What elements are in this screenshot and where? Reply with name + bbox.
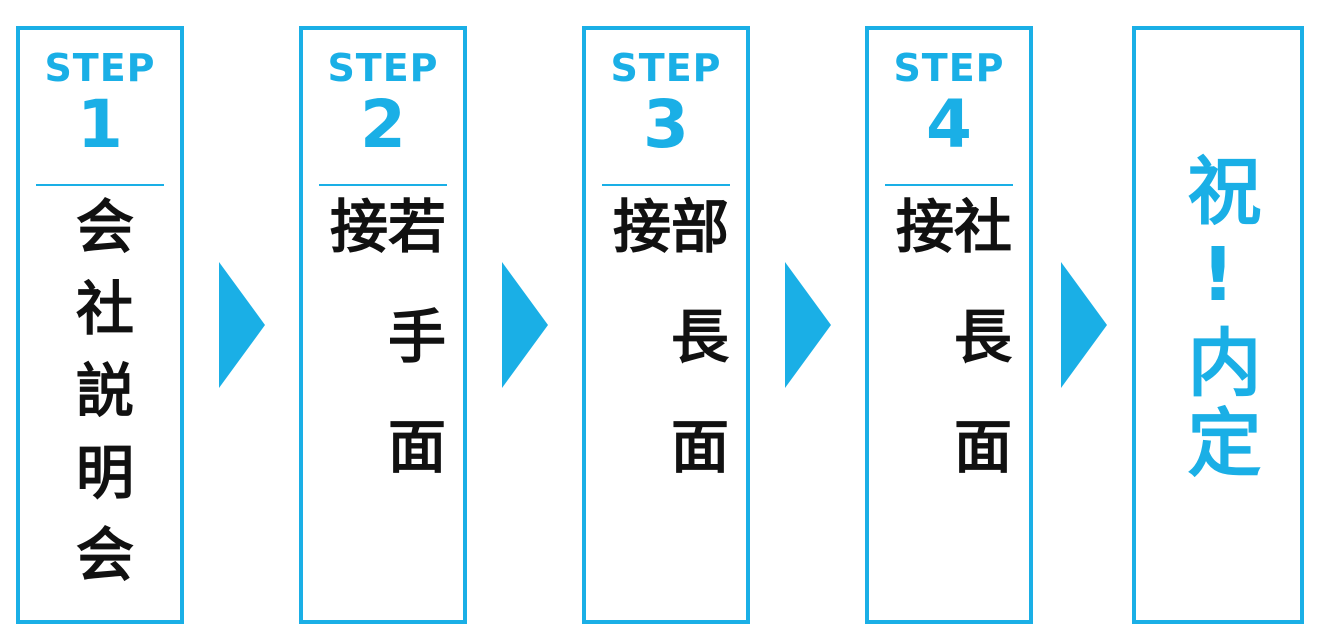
step-4-text-area: 社長面接 xyxy=(886,186,1012,620)
step-1-text-area: 会社説明会 xyxy=(66,186,134,620)
step-4-box: STEP 4 社長面接 xyxy=(865,26,1033,624)
step-1-number: 1 xyxy=(77,86,123,163)
step-3-label: STEP xyxy=(610,46,722,90)
arrow-right-icon xyxy=(219,262,265,388)
final-box: 祝!内定 xyxy=(1132,26,1304,624)
step-1-label: STEP xyxy=(44,46,156,90)
step-2-text: 若手面接 xyxy=(320,196,446,526)
step-2-number: 2 xyxy=(360,86,406,163)
step-3-number: 3 xyxy=(643,86,689,163)
arrow-right-icon xyxy=(1061,262,1107,388)
step-4-divider xyxy=(885,184,1013,186)
arrow-right-icon xyxy=(502,262,548,388)
step-2-box: STEP 2 若手面接 xyxy=(299,26,467,624)
step-3-box: STEP 3 部長面接 xyxy=(582,26,750,624)
step-2-label: STEP xyxy=(327,46,439,90)
step-3-divider xyxy=(602,184,730,186)
step-1-box: STEP 1 会社説明会 xyxy=(16,26,184,624)
step-2-divider xyxy=(319,184,447,186)
step-4-label: STEP xyxy=(893,46,1005,90)
step-3-text-area: 部長面接 xyxy=(603,186,729,620)
arrow-right-icon xyxy=(785,262,831,388)
final-text: 祝!内定 xyxy=(1175,152,1261,484)
step-1-divider xyxy=(36,184,164,186)
step-4-number: 4 xyxy=(926,86,972,163)
step-2-text-area: 若手面接 xyxy=(320,186,446,620)
step-3-text: 部長面接 xyxy=(603,196,729,526)
step-4-text: 社長面接 xyxy=(886,196,1012,526)
step-1-text: 会社説明会 xyxy=(66,196,134,606)
